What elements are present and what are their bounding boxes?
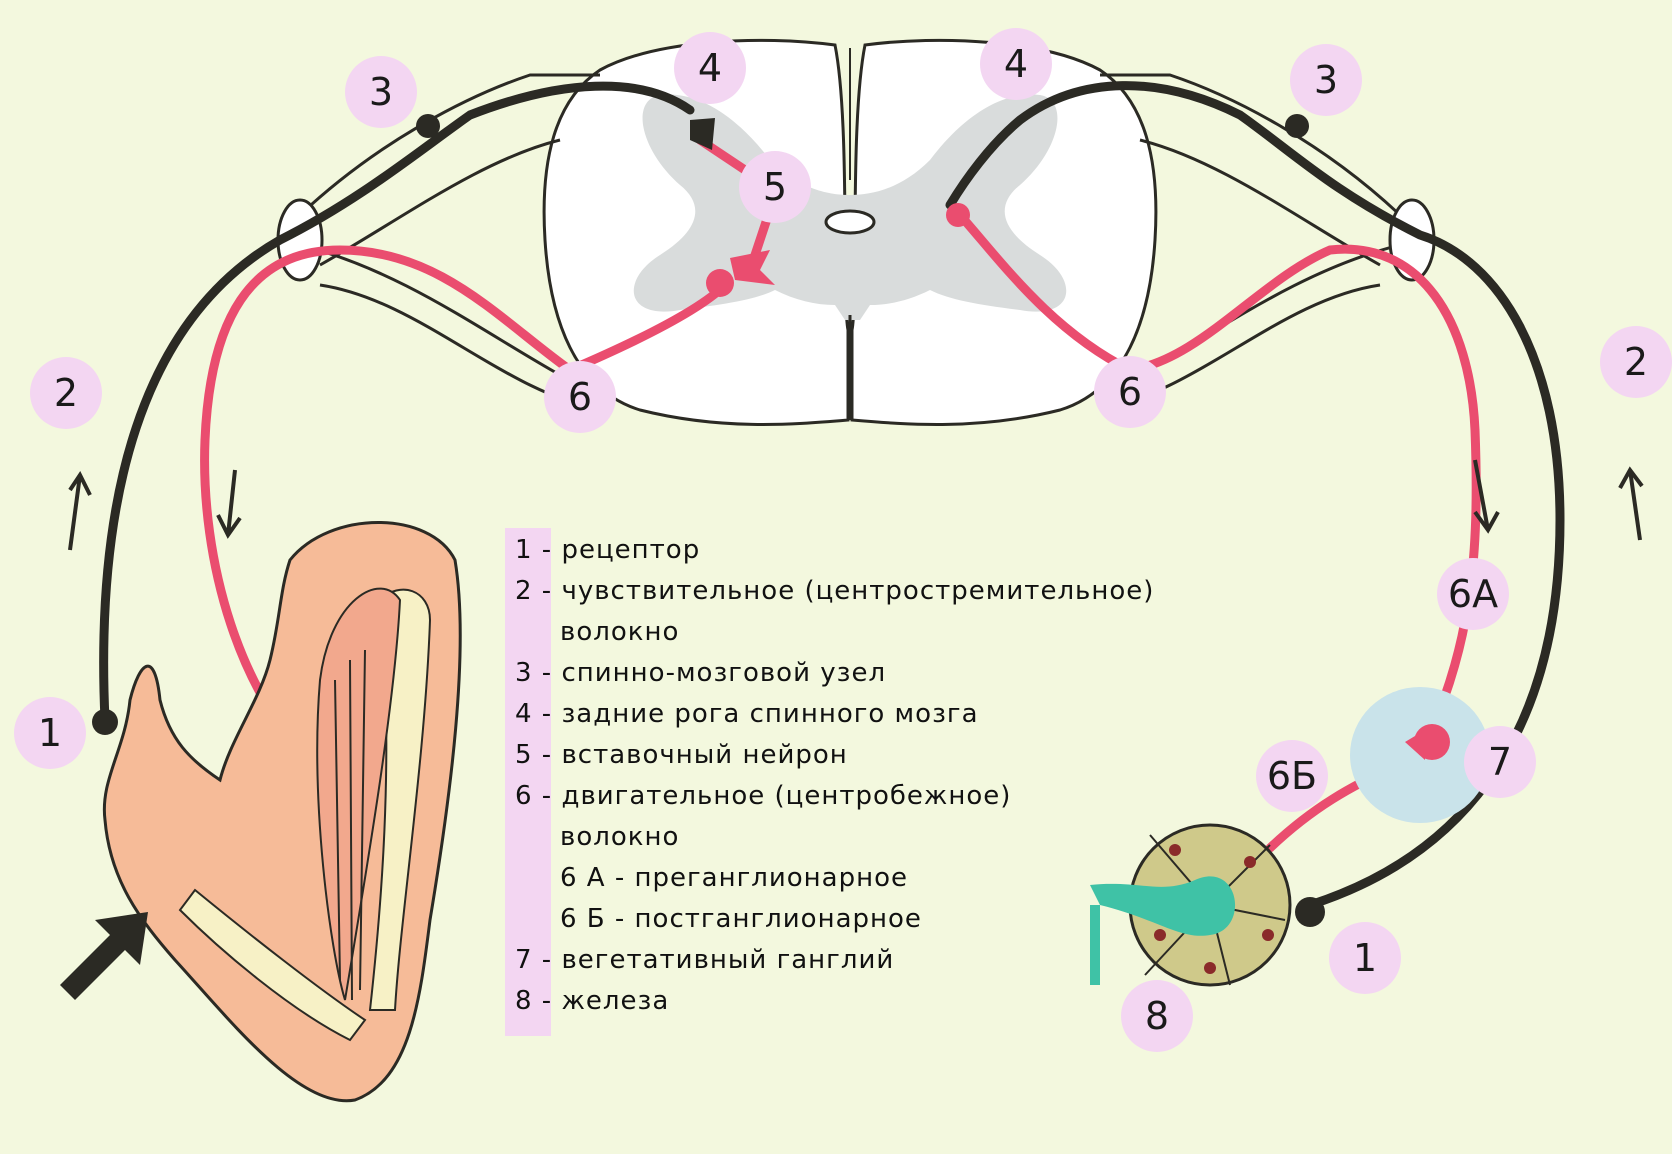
legend-item-3: 3 - спинно-мозговой узел (515, 658, 886, 688)
svg-text:6: 6 (568, 375, 592, 419)
marker-6B: 6Б (1256, 740, 1328, 812)
arrow-up-left (70, 475, 90, 550)
legend-item-4: 4 - задние рога спинного мозга (515, 699, 979, 729)
svg-text:3: 3 (1314, 58, 1338, 102)
marker-1-right: 1 (1329, 922, 1401, 994)
marker-2-right: 2 (1600, 326, 1672, 398)
marker-6-right: 6 (1094, 356, 1166, 428)
receptor-end-right (1295, 897, 1325, 927)
marker-1-left: 1 (14, 697, 86, 769)
svg-text:6Б: 6Б (1267, 754, 1317, 798)
marker-6A: 6А (1437, 558, 1509, 630)
legend-item-7: 7 - вегетативный ганглий (515, 945, 894, 975)
marker-2-left: 2 (30, 357, 102, 429)
svg-text:2: 2 (54, 371, 78, 415)
legend-item-5: 5 - вставочный нейрон (515, 740, 848, 770)
legend-item-2: 2 - чувствительное (центростремительное) (515, 576, 1154, 606)
legend-item-6: 6 - двигательное (центробежное) (515, 781, 1011, 811)
svg-text:8: 8 (1145, 994, 1169, 1038)
arrow-down-left (218, 470, 240, 535)
arm (104, 523, 460, 1101)
stimulus-arrow (60, 912, 148, 1000)
marker-7: 7 (1464, 726, 1536, 798)
legend-item-6A: 6 А - преганглионарное (560, 863, 908, 893)
marker-3-right: 3 (1290, 44, 1362, 116)
motor-neuron-body-right (946, 203, 970, 227)
svg-text:7: 7 (1488, 740, 1512, 784)
marker-5: 5 (739, 151, 811, 223)
marker-3-left: 3 (345, 56, 417, 128)
gland (1090, 825, 1290, 985)
legend-item-6-cont: волокно (560, 822, 679, 852)
svg-text:6А: 6А (1448, 572, 1498, 616)
legend-item-6B: 6 Б - постганглионарное (560, 904, 922, 934)
svg-text:3: 3 (369, 70, 393, 114)
svg-text:6: 6 (1118, 370, 1142, 414)
svg-text:4: 4 (698, 46, 722, 90)
svg-text:5: 5 (763, 165, 787, 209)
svg-text:1: 1 (38, 711, 62, 755)
receptor-end-left (92, 709, 118, 735)
legend-item-1: 1 - рецептор (515, 535, 700, 565)
arrow-up-right (1620, 470, 1642, 540)
marker-4-left: 4 (674, 32, 746, 104)
motor-neuron-body-left (706, 269, 734, 297)
direction-arrows (70, 460, 1642, 550)
spinal-ganglion-right (1285, 114, 1309, 138)
marker-8: 8 (1121, 980, 1193, 1052)
svg-text:1: 1 (1353, 936, 1377, 980)
marker-4-right: 4 (980, 28, 1052, 100)
svg-text:4: 4 (1004, 42, 1028, 86)
legend-item-2-cont: волокно (560, 617, 679, 647)
marker-6-left: 6 (544, 361, 616, 433)
legend-item-8: 8 - железа (515, 986, 669, 1016)
spinal-ganglion-left (416, 114, 440, 138)
svg-text:2: 2 (1624, 340, 1648, 384)
central-canal (826, 211, 874, 233)
